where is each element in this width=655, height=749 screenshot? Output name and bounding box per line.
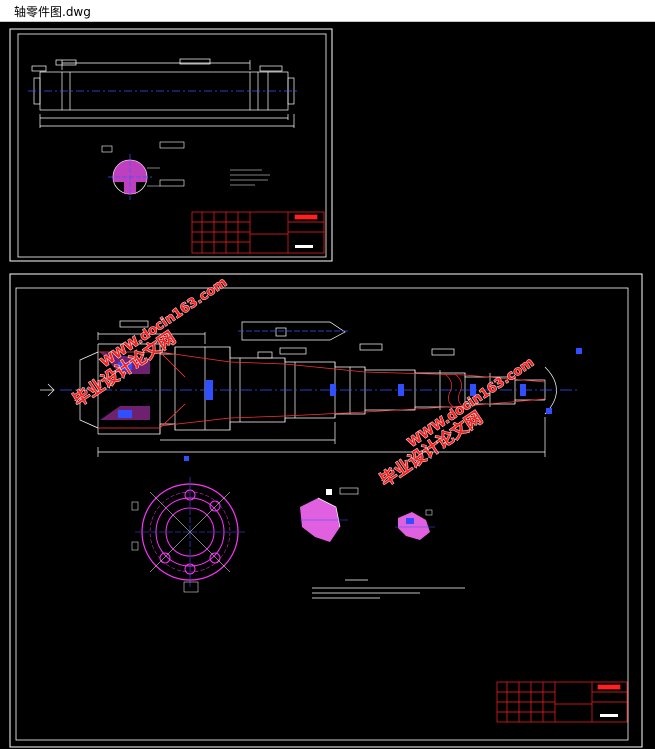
shaft-blue-details bbox=[205, 348, 582, 414]
keyway-view bbox=[238, 321, 350, 341]
drawing-canvas[interactable]: 毕业设计论文网 WWW.docin163.com 毕业设计论文网 WWW.doc… bbox=[0, 22, 655, 749]
sheet-2[interactable] bbox=[9, 273, 643, 748]
sheet-2-tech-notes bbox=[312, 579, 465, 599]
watermark-1: 毕业设计论文网 WWW.docin163.com bbox=[69, 275, 231, 412]
main-shaft-view bbox=[97, 320, 557, 457]
window-title: 轴零件图.dwg bbox=[14, 5, 91, 19]
watermark-2: 毕业设计论文网 WWW.docin163.com bbox=[376, 355, 538, 492]
sheet-1-tech-notes bbox=[230, 169, 270, 186]
cad-drawing: 毕业设计论文网 WWW.docin163.com 毕业设计论文网 WWW.doc… bbox=[9, 28, 643, 748]
red-profile-lines bbox=[159, 351, 546, 427]
cross-section-2 bbox=[395, 509, 435, 540]
sheet-2-title-block bbox=[496, 681, 628, 723]
sheet-1-title-block bbox=[191, 211, 325, 254]
flange-front-view bbox=[131, 456, 245, 593]
sheet-1[interactable] bbox=[9, 28, 333, 262]
left-flange-section bbox=[79, 351, 186, 429]
cross-section-1 bbox=[300, 487, 359, 542]
watermark-2-url: WWW.docin163.com bbox=[405, 355, 537, 451]
sheet-1-shaft-view bbox=[31, 58, 295, 128]
window-titlebar: 轴零件图.dwg bbox=[0, 0, 655, 22]
sheet-1-section-view bbox=[101, 141, 185, 200]
section-marker-a bbox=[40, 383, 55, 397]
